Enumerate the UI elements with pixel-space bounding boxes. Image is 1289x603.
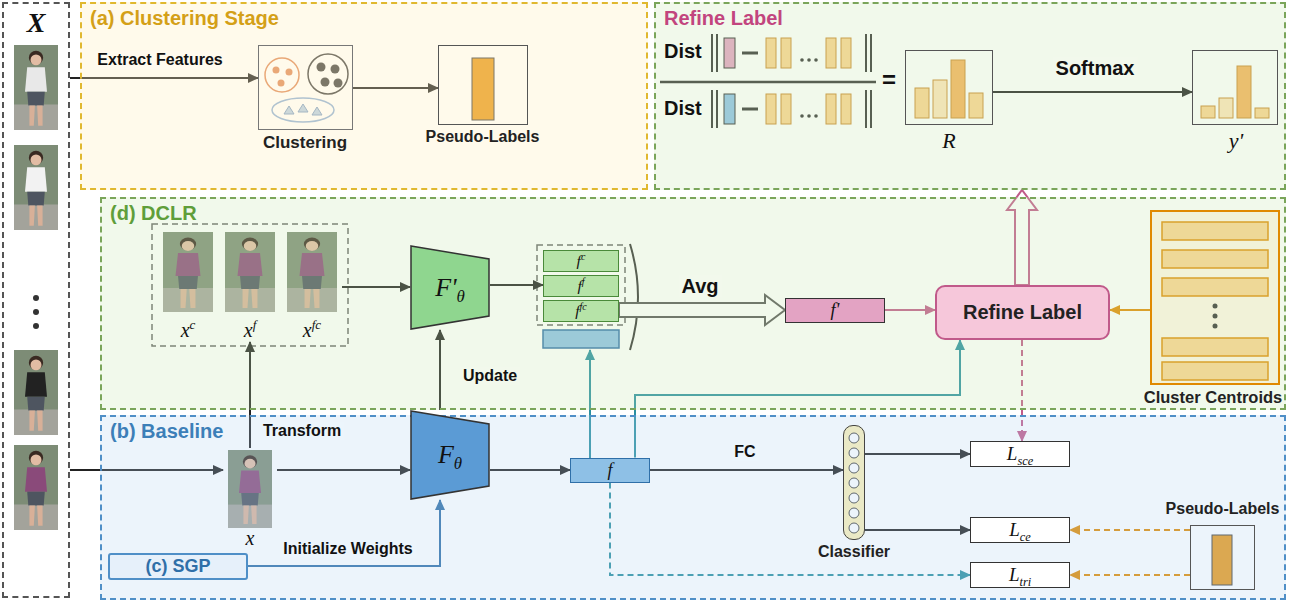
label-text: fc bbox=[577, 252, 586, 270]
figure-box: Classifier bbox=[813, 425, 895, 565]
person-photo bbox=[14, 350, 58, 435]
ellipsis-dot bbox=[33, 295, 39, 301]
label-text: xf bbox=[220, 319, 280, 342]
process-box: ffc bbox=[543, 300, 619, 322]
edge-label: FC bbox=[731, 443, 758, 461]
label-text: ff bbox=[577, 277, 584, 295]
edge-label: Initialize Weights bbox=[280, 540, 416, 558]
label-text: x bbox=[223, 527, 277, 550]
frame-outline bbox=[438, 45, 528, 125]
frame-outline bbox=[1150, 210, 1280, 385]
frame-outline bbox=[1190, 525, 1255, 590]
process-box: ff bbox=[543, 275, 619, 297]
label-text: (a) Clustering Stage bbox=[90, 7, 279, 30]
figure-box: R bbox=[898, 50, 1000, 155]
network-trapezoid: Fθ bbox=[410, 410, 490, 500]
figure-box: Cluster Centroids bbox=[1138, 210, 1288, 410]
process-box: f' bbox=[785, 298, 885, 323]
edge-label: Transform bbox=[260, 422, 344, 440]
person-photo bbox=[14, 445, 58, 530]
region-panel: (d) DCLR xcxfxfc F'θ fc ff ffc f' Refine LabelC… bbox=[100, 197, 1286, 410]
frame-outline bbox=[843, 425, 865, 540]
label-text: xc bbox=[158, 319, 218, 342]
formula-text: Dist bbox=[664, 97, 702, 120]
ellipsis-dot bbox=[33, 309, 39, 315]
person-photo bbox=[14, 45, 58, 130]
region-panel: Refine LabelRy' bbox=[654, 2, 1286, 190]
process-box: Ltri bbox=[970, 562, 1070, 588]
label-text: f bbox=[607, 460, 612, 481]
trapezoid-outline bbox=[411, 411, 489, 499]
label-text: ffc bbox=[575, 302, 587, 320]
edge-label: Avg bbox=[678, 275, 721, 298]
trapezoid-outline bbox=[411, 246, 489, 329]
region-panel: X bbox=[2, 2, 70, 598]
label-text: Lce bbox=[1009, 519, 1031, 541]
label-text: R bbox=[898, 128, 1000, 154]
label-text: (b) Baseline bbox=[110, 420, 223, 443]
edge-label: Softmax bbox=[1053, 57, 1138, 80]
edge-label: Update bbox=[460, 367, 520, 385]
frame-outline bbox=[1192, 50, 1278, 125]
label-text: Fθ bbox=[438, 440, 462, 470]
process-box: (c) SGP bbox=[108, 553, 248, 580]
process-box: f bbox=[570, 458, 650, 483]
label-text: X bbox=[4, 7, 68, 39]
process-box: Refine Label bbox=[935, 285, 1110, 340]
label-text: Pseudo-Labels bbox=[418, 128, 547, 146]
frame-outline bbox=[905, 50, 993, 125]
figure-box: Clustering bbox=[243, 45, 367, 163]
image-thumbnail: xf bbox=[220, 230, 280, 342]
network-trapezoid: F'θ bbox=[410, 245, 490, 330]
edge-label: Extract Features bbox=[94, 51, 225, 69]
frame-outline bbox=[258, 45, 353, 130]
process-box: Lce bbox=[970, 517, 1070, 543]
label-text: Classifier bbox=[813, 543, 895, 561]
label-text: Pseudo-Labels bbox=[1158, 500, 1287, 518]
region-panel: (b) Baseline x Fθ (c) SGP fClassifier LsceLce… bbox=[100, 415, 1286, 600]
label-text: F'θ bbox=[435, 273, 465, 303]
region-panel: (a) Clustering StageClustering Pseudo-Lab… bbox=[80, 2, 648, 190]
label-text: Ltri bbox=[1009, 564, 1031, 586]
label-text: Clustering bbox=[243, 133, 367, 153]
label-text: (c) SGP bbox=[145, 556, 210, 577]
person-photo bbox=[14, 145, 58, 230]
figure-box: Pseudo-Labels bbox=[418, 45, 547, 163]
image-thumbnail: x bbox=[223, 448, 277, 550]
process-box: Lsce bbox=[970, 441, 1070, 467]
image-thumbnail: xfc bbox=[282, 230, 342, 342]
label-text: xfc bbox=[282, 319, 342, 342]
process-box: fc bbox=[543, 250, 619, 272]
figure-box: Pseudo-Labels bbox=[1158, 500, 1287, 592]
label-text: y' bbox=[1188, 128, 1284, 154]
ellipsis-dot bbox=[33, 323, 39, 329]
formula-text: = bbox=[882, 66, 896, 94]
figure-box: y' bbox=[1188, 50, 1284, 155]
label-text: Refine Label bbox=[664, 7, 783, 30]
image-thumbnail: xc bbox=[158, 230, 218, 342]
label-text: Lsce bbox=[1007, 443, 1033, 465]
label-text: (d) DCLR bbox=[110, 202, 197, 225]
feature-group bbox=[537, 245, 625, 325]
formula-text: Dist bbox=[664, 40, 702, 63]
label-text: f' bbox=[831, 300, 840, 321]
label-text: Refine Label bbox=[963, 301, 1082, 324]
label-text: Cluster Centroids bbox=[1138, 388, 1288, 407]
